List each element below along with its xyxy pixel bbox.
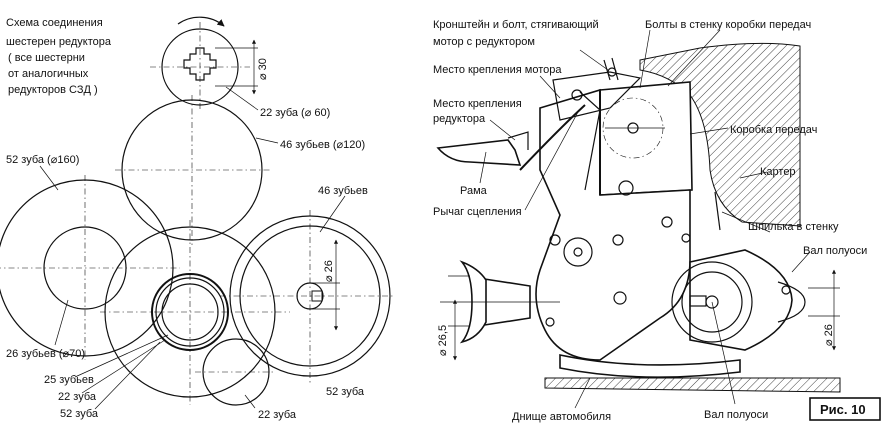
label-22-a: 22 зуба (58, 391, 97, 403)
scheme-title-4: от аналогичных (8, 68, 89, 80)
label-gearbox: Коробка передач (730, 124, 817, 136)
dim-d26-5: ⌀ 26,5 (437, 325, 449, 356)
gear-52-160 (0, 175, 180, 360)
label-52-a: 52 зуба (60, 408, 99, 420)
assembly-drawing: Кронштейн и болт, стягивающий мотор с ре… (433, 19, 881, 423)
label-bolts: Болты в стенку коробки передач (645, 19, 811, 31)
figure-label-box (809, 397, 881, 421)
car-bottom-shape (544, 377, 841, 393)
label-clutch: Рычаг сцепления (433, 206, 522, 218)
half-axle-housing (671, 249, 806, 351)
scheme-title-5: редукторов СЗД ) (8, 84, 98, 96)
label-crankcase: Картер (760, 166, 796, 178)
assembly-leaders (479, 29, 811, 409)
bolt-group (545, 57, 721, 327)
label-half-axle-top: Вал полуоси (803, 245, 867, 257)
label-bracket-2: мотор с редуктором (433, 36, 535, 48)
label-motor-mount: Место крепления мотора (433, 64, 562, 76)
label-25: 25 зубьев (44, 374, 94, 386)
scheme-title-2: шестерен редуктора (6, 36, 112, 48)
label-reducer-mount-2: редуктора (433, 113, 486, 125)
scheme-title-3: ( все шестерни (8, 52, 85, 64)
wing-nut (440, 260, 560, 344)
dim-d26-right: ⌀ 26 (823, 324, 835, 346)
gear-center-cluster (100, 220, 290, 405)
gear-46-right (220, 210, 395, 385)
label-52-160: 52 зуба (⌀160) (6, 154, 79, 166)
label-half-axle-bottom: Вал полуоси (704, 409, 768, 421)
dim-d26-left: ⌀ 26 (323, 260, 335, 282)
gear-22-bottom (195, 338, 275, 406)
leader-lines (39, 86, 346, 410)
label-stud: Шпилька в стенку (748, 221, 839, 233)
gear-22-top (150, 16, 258, 110)
label-bracket-1: Кронштейн и болт, стягивающий (433, 19, 599, 31)
label-46: 46 зубьев (318, 185, 368, 197)
label-reducer-mount-1: Место крепления (433, 98, 522, 110)
label-26-70: 26 зубьев (⌀70) (6, 348, 85, 360)
label-22-b: 22 зуба (258, 409, 297, 421)
scheme-title-1: Схема соединения (6, 17, 103, 29)
clutch-lever (519, 104, 586, 171)
figure-label: Рис. 10 (820, 402, 866, 417)
label-frame: Рама (460, 185, 488, 197)
dim-d30: ⌀ 30 (257, 58, 269, 80)
frame-part (436, 131, 529, 166)
gear-46-120 (115, 95, 270, 245)
label-46-120: 46 зубьев (⌀120) (280, 139, 365, 151)
label-car-bottom: Днище автомобиля (512, 411, 611, 423)
gear-scheme: Схема соединения шестерен редуктора ( вс… (0, 16, 395, 421)
label-52-b: 52 зуба (326, 386, 365, 398)
label-22-60: 22 зуба (⌀ 60) (260, 107, 330, 119)
